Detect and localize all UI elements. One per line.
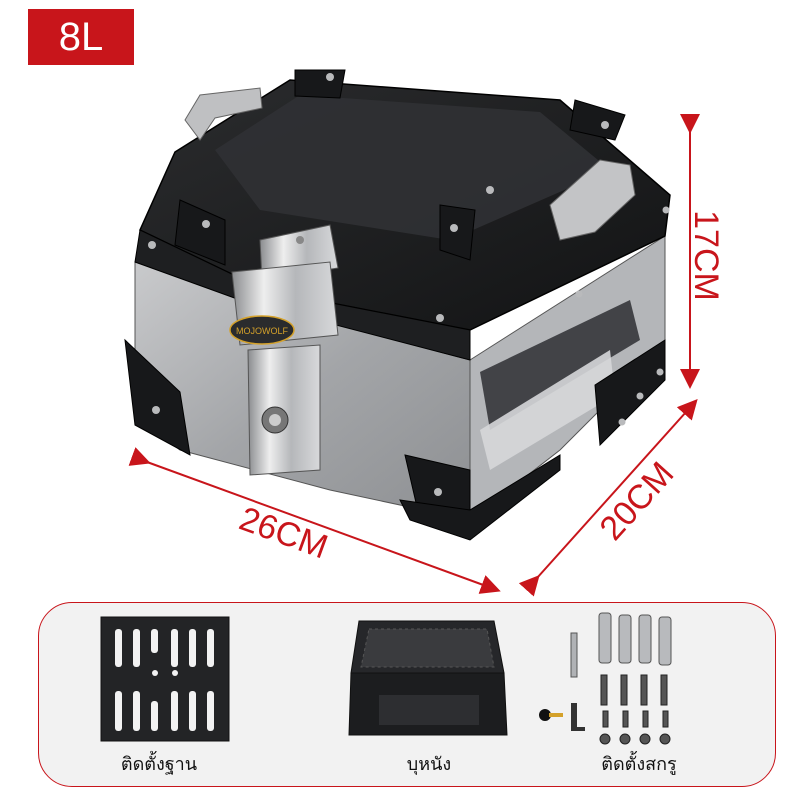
accessory-screw-kit: ติดตั้งสกรู <box>519 603 759 786</box>
dimension-lines <box>128 114 700 597</box>
leather-liner-icon <box>348 620 508 736</box>
accessories-panel: ติดตั้งฐาน บุหนัง <box>38 602 776 787</box>
corner-guards <box>124 69 666 541</box>
accessory-label: ติดตั้งสกรู <box>601 754 677 775</box>
height-dimension-label: 17CM <box>686 210 725 301</box>
accessory-leather-liner: บุหนัง <box>329 603 529 786</box>
capacity-label: 8L <box>58 14 104 59</box>
capacity-badge: 8L <box>28 9 134 65</box>
brand-logo <box>229 315 295 345</box>
accessory-label: บุหนัง <box>406 754 452 775</box>
accessory-label: ติดตั้งฐาน <box>120 754 198 775</box>
svg-text:MOJOWOLF: MOJOWOLF <box>236 326 288 336</box>
accessory-base-plate: ติดตั้งฐาน <box>59 603 259 786</box>
screw-kit-icon <box>539 612 672 745</box>
base-plate-icon <box>100 616 230 742</box>
